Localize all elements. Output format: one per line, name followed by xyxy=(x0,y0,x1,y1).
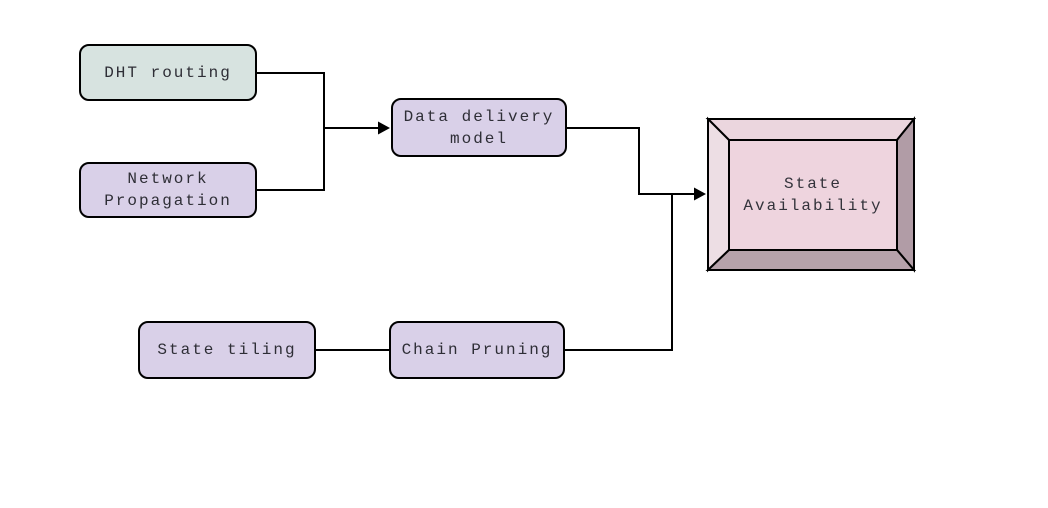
node-data-delivery-model: Data delivery model xyxy=(391,98,567,157)
node-dht-routing: DHT routing xyxy=(79,44,257,101)
node-dht-routing-label: DHT routing xyxy=(104,63,232,82)
frame-bevel-top xyxy=(705,118,917,141)
edge-chain-pruning-to-junction xyxy=(565,193,673,351)
node-chain-pruning-label: Chain Pruning xyxy=(401,341,553,359)
frame-bevel-right xyxy=(896,116,915,273)
node-state-tiling-label: State tiling xyxy=(157,341,297,359)
node-network-propagation-label-line1: Network xyxy=(127,170,209,188)
frame-bevel-bottom xyxy=(705,249,917,271)
edge-dht-network-merge xyxy=(256,72,325,191)
node-network-propagation: Network Propagation xyxy=(79,162,257,218)
edge-data-delivery-to-state-availability xyxy=(567,127,694,195)
node-chain-pruning: Chain Pruning xyxy=(389,321,565,379)
node-network-propagation-label-line2: Propagation xyxy=(104,192,232,210)
node-data-delivery-model-label-line2: model xyxy=(449,129,508,148)
frame-bevel-left xyxy=(707,116,730,273)
frame-inner-face xyxy=(728,139,898,251)
arrowhead-data-delivery xyxy=(378,121,390,135)
arrowhead-state-availability xyxy=(694,187,706,201)
node-data-delivery-model-label-line1: Data delivery xyxy=(403,107,555,126)
node-state-tiling: State tiling xyxy=(138,321,316,379)
